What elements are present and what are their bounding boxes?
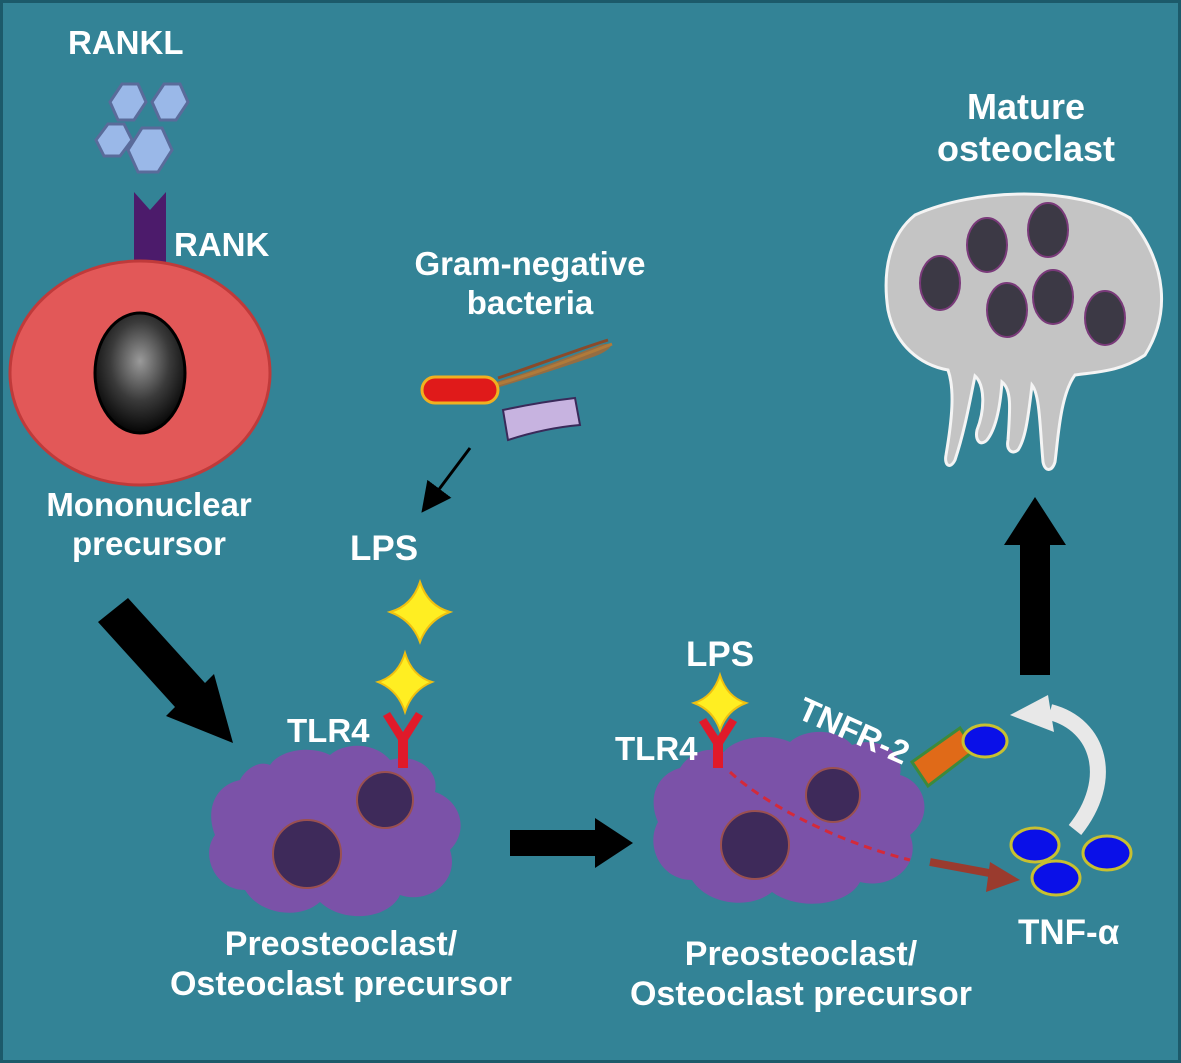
bacterium-rod xyxy=(420,375,500,405)
rank-receptor xyxy=(134,192,166,264)
lps-star xyxy=(374,649,436,716)
tnf-alpha-molecules xyxy=(1009,826,1133,897)
preosteoclast-nucleus xyxy=(356,771,414,829)
preosteoclast-right xyxy=(653,731,925,904)
arrow-bacteria-to-lps xyxy=(421,447,472,513)
bacterium-curved xyxy=(501,396,582,442)
preosteoclast-nucleus xyxy=(272,819,342,889)
label-mature-osteoclast: Mature osteoclast xyxy=(910,86,1142,171)
label-mononuclear-line2: precursor xyxy=(71,524,227,562)
label-mature-line2: osteoclast xyxy=(936,128,1116,170)
arrow-to-mature-osteoclast xyxy=(1004,497,1066,675)
rankl-hexagon xyxy=(126,126,174,174)
rankl-hexagon xyxy=(108,82,148,122)
preosteoclast-left xyxy=(209,745,461,917)
label-pre-left-line1: Preosteoclast/ xyxy=(224,925,458,963)
label-gram-line1: Gram-negative xyxy=(414,245,646,282)
tnf-alpha xyxy=(1081,834,1133,872)
label-tnf-alpha: TNF-α xyxy=(1018,913,1120,952)
arrow-autocrine-feedback xyxy=(1010,695,1106,835)
rankl-hexagon xyxy=(94,122,134,158)
label-rankl: RANKL xyxy=(68,24,184,61)
rankl-hexagon xyxy=(150,82,190,122)
tlr4-receptor-right xyxy=(699,718,737,768)
label-preosteoclast-right: Preosteoclast/ Osteoclast precursor xyxy=(600,934,1002,1014)
preosteoclast-nucleus xyxy=(805,767,861,823)
mature-nucleus xyxy=(1032,269,1074,325)
mature-nucleus xyxy=(1084,290,1126,346)
mature-nucleus xyxy=(919,255,961,311)
mononuclear-cell xyxy=(8,259,272,487)
label-lps-right: LPS xyxy=(686,635,755,674)
label-pre-right-line2: Osteoclast precursor xyxy=(629,975,973,1014)
label-mature-line1: Mature xyxy=(966,86,1086,127)
mature-nucleus xyxy=(1027,202,1069,258)
label-mononuclear-precursor: Mononuclear precursor xyxy=(28,486,270,564)
preosteoclast-nucleus xyxy=(720,810,790,880)
label-tlr4-left: TLR4 xyxy=(287,712,370,749)
label-pre-right-line1: Preosteoclast/ xyxy=(684,935,918,973)
label-gram-negative-bacteria: Gram-negative bacteria xyxy=(385,245,675,323)
rankl-molecules xyxy=(94,82,190,174)
gram-negative-bacteria xyxy=(420,338,613,442)
label-gram-line2: bacteria xyxy=(466,283,594,321)
mature-osteoclast xyxy=(884,192,1163,471)
label-tlr4-right: TLR4 xyxy=(615,730,698,767)
arrow-to-tnf-alpha xyxy=(929,858,1020,892)
mature-nucleus xyxy=(986,282,1028,338)
label-rank: RANK xyxy=(174,226,270,263)
label-preosteoclast-left: Preosteoclast/ Osteoclast precursor xyxy=(140,924,542,1004)
label-pre-left-line2: Osteoclast precursor xyxy=(169,965,513,1004)
tnf-alpha-bound xyxy=(961,723,1009,759)
arrow-mononuclear-to-preosteoclast xyxy=(98,598,233,743)
label-lps-left: LPS xyxy=(350,529,419,568)
label-mononuclear-line1: Mononuclear xyxy=(46,486,252,523)
lps-molecules-left xyxy=(374,578,454,716)
tnf-alpha xyxy=(1030,859,1082,897)
mononuclear-nucleus xyxy=(93,311,187,435)
lps-star-right xyxy=(690,671,750,734)
signal-pathway xyxy=(728,770,911,862)
tlr4-receptor-left xyxy=(383,712,423,768)
mature-nucleus xyxy=(966,217,1008,273)
tnf-alpha xyxy=(1009,826,1061,864)
lps-star xyxy=(386,578,454,645)
arrow-preosteoclast-to-activated xyxy=(510,818,633,868)
tnfr2-receptor xyxy=(909,723,1009,789)
